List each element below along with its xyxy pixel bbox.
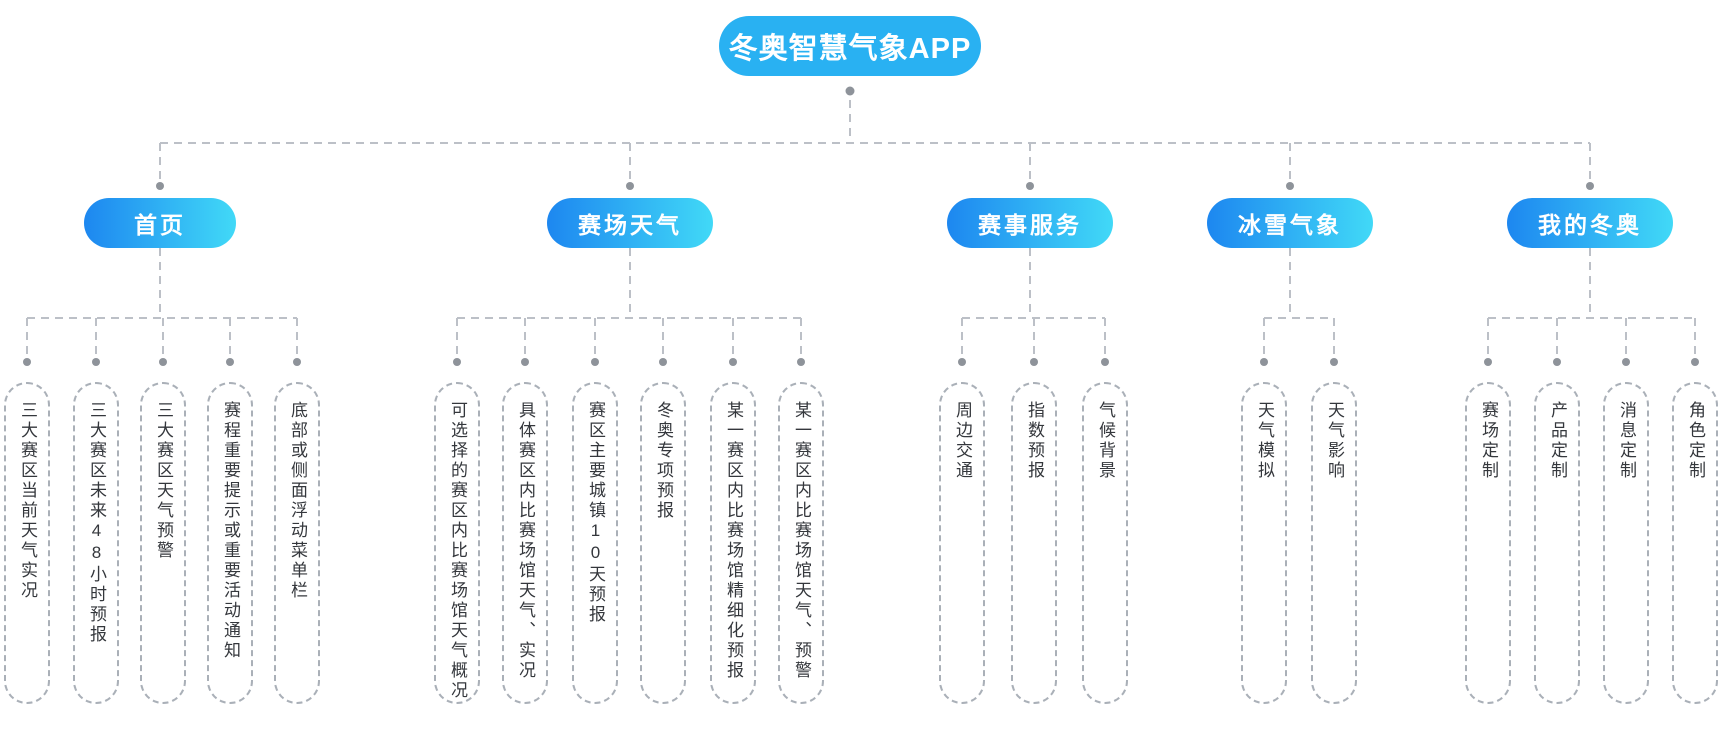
leaf-node[interactable]: 冬奥专项预报 [640, 382, 686, 704]
leaf-label: 天气影响 [1325, 401, 1345, 481]
leaf-node[interactable]: 可选择的赛区内比赛场馆天气概况 [434, 382, 480, 704]
connector-dot [1330, 358, 1338, 366]
leaf-label: 冬奥专项预报 [654, 401, 674, 521]
connector-dot [226, 358, 234, 366]
connector-dot [156, 182, 164, 190]
leaf-node[interactable]: 某一赛区内比赛场馆精细化预报 [710, 382, 756, 704]
connector-dot [591, 358, 599, 366]
connector-dot [453, 358, 461, 366]
connector-dot [1260, 358, 1268, 366]
branch-node-home[interactable]: 首页 [84, 198, 236, 248]
leaf-label: 某一赛区内比赛场馆精细化预报 [724, 401, 744, 681]
leaf-node[interactable]: 气候背景 [1082, 382, 1128, 704]
connector-dot [845, 86, 855, 96]
leaf-label: 赛程重要提示或重要活动通知 [221, 401, 241, 661]
leaf-node[interactable]: 具体赛区内比赛场馆天气、实况 [502, 382, 548, 704]
leaf-label: 可选择的赛区内比赛场馆天气概况 [448, 401, 468, 701]
leaf-node[interactable]: 消息定制 [1603, 382, 1649, 704]
leaf-node[interactable]: 天气模拟 [1241, 382, 1287, 704]
connector-dot [797, 358, 805, 366]
leaf-node[interactable]: 赛程重要提示或重要活动通知 [207, 382, 253, 704]
branch-node-event-services[interactable]: 赛事服务 [947, 198, 1113, 248]
connector-dot [92, 358, 100, 366]
leaf-node[interactable]: 角色定制 [1672, 382, 1718, 704]
connector-dot [1484, 358, 1492, 366]
connector-dot [958, 358, 966, 366]
leaf-label: 底部或侧面浮动菜单栏 [288, 401, 308, 601]
connector-dot [1586, 182, 1594, 190]
connector-dot [521, 358, 529, 366]
leaf-node[interactable]: 天气影响 [1311, 382, 1357, 704]
connector-dot [23, 358, 31, 366]
leaf-label: 三大赛区天气预警 [154, 401, 174, 561]
connector-dot [1553, 358, 1561, 366]
leaf-label: 周边交通 [953, 401, 973, 481]
connector-dot [159, 358, 167, 366]
leaf-label: 赛场定制 [1479, 401, 1499, 481]
connector-dot [1622, 358, 1630, 366]
leaf-node[interactable]: 三大赛区天气预警 [140, 382, 186, 704]
connector-dot [1030, 358, 1038, 366]
connector-dot [1101, 358, 1109, 366]
connector-dot [1286, 182, 1294, 190]
leaf-node[interactable]: 赛区主要城镇10天预报 [572, 382, 618, 704]
leaf-node[interactable]: 赛场定制 [1465, 382, 1511, 704]
connector-dot [1691, 358, 1699, 366]
root-node[interactable]: 冬奥智慧气象APP [719, 16, 981, 76]
leaf-label: 产品定制 [1548, 401, 1568, 481]
leaf-node[interactable]: 指数预报 [1011, 382, 1057, 704]
connector-dot [626, 182, 634, 190]
leaf-label: 具体赛区内比赛场馆天气、实况 [516, 401, 536, 681]
branch-node-snow-ice-weather[interactable]: 冰雪气象 [1207, 198, 1373, 248]
leaf-label: 三大赛区未来48小时预报 [87, 401, 107, 645]
leaf-label: 气候背景 [1096, 401, 1116, 481]
leaf-node[interactable]: 产品定制 [1534, 382, 1580, 704]
leaf-label: 角色定制 [1686, 401, 1706, 481]
leaf-node[interactable]: 某一赛区内比赛场馆天气、预警 [778, 382, 824, 704]
leaf-label: 消息定制 [1617, 401, 1637, 481]
connector-dot [1026, 182, 1034, 190]
leaf-node[interactable]: 底部或侧面浮动菜单栏 [274, 382, 320, 704]
leaf-label: 某一赛区内比赛场馆天气、预警 [792, 401, 812, 681]
leaf-label: 天气模拟 [1255, 401, 1275, 481]
branch-node-my-winter-olympics[interactable]: 我的冬奥 [1507, 198, 1673, 248]
leaf-label: 三大赛区当前天气实况 [18, 401, 38, 601]
connector-dot [293, 358, 301, 366]
leaf-node[interactable]: 周边交通 [939, 382, 985, 704]
connector-dot [659, 358, 667, 366]
leaf-node[interactable]: 三大赛区未来48小时预报 [73, 382, 119, 704]
connector-dot [729, 358, 737, 366]
leaf-node[interactable]: 三大赛区当前天气实况 [4, 382, 50, 704]
leaf-label: 赛区主要城镇10天预报 [586, 401, 606, 625]
leaf-label: 指数预报 [1025, 401, 1045, 481]
branch-node-venue-weather[interactable]: 赛场天气 [547, 198, 713, 248]
